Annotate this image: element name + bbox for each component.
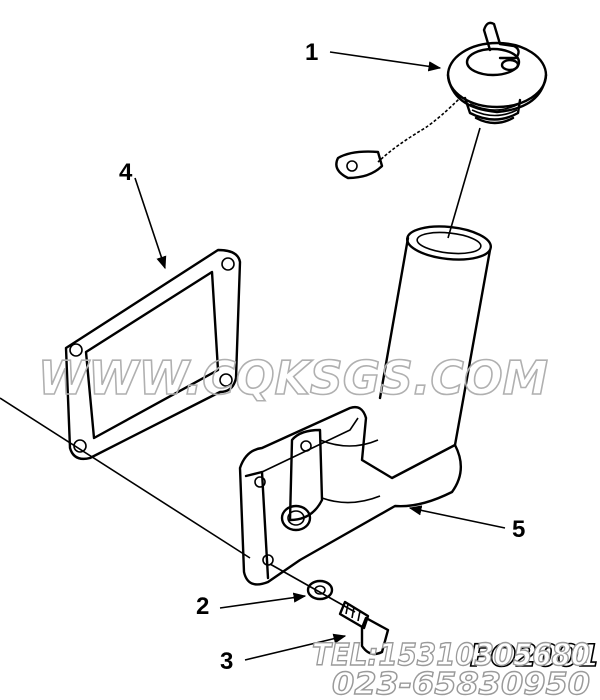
- alignment-line: [447, 127, 481, 239]
- engine-edge-line: [0, 397, 251, 559]
- callout-leaders: [134, 51, 506, 661]
- watermark-phone: 023-65830950: [332, 667, 590, 700]
- gasket: [64, 248, 242, 461]
- callout-5: 5: [512, 516, 525, 543]
- filler-cap: [446, 21, 548, 125]
- cap-chain: [335, 95, 463, 180]
- fastener-alignment-line: [269, 563, 356, 613]
- callout-3: 3: [220, 648, 233, 675]
- washer: [306, 579, 334, 601]
- bolt: [338, 600, 390, 656]
- watermark-tel: TEL:15310305680: [312, 638, 590, 673]
- callout-1: 1: [305, 39, 318, 66]
- filler-tube-housing: [238, 225, 493, 586]
- watermark-site: WWW.CQKSGS.COM: [38, 351, 548, 405]
- callout-4: 4: [119, 159, 133, 186]
- callout-2: 2: [196, 593, 209, 620]
- drawing-code: FO2001: [470, 639, 600, 674]
